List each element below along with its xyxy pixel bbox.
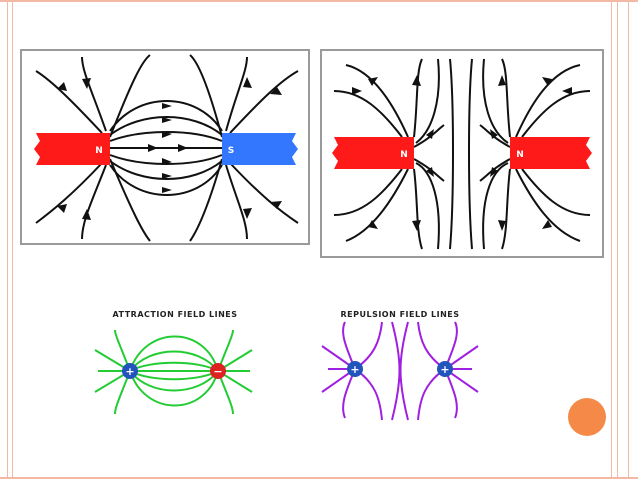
repulsion-field-lines: [321, 321, 479, 421]
top-border: [0, 0, 638, 2]
attraction-title: ATTRACTION FIELD LINES: [112, 310, 237, 319]
right-border-line: [611, 0, 612, 479]
positive-charge-right-sign: +: [440, 363, 449, 376]
magnet-attraction-svg: N S: [34, 54, 299, 242]
attraction-field-lines: [94, 329, 253, 415]
repulsion-title: REPULSION FIELD LINES: [340, 310, 459, 319]
left-magnet: N: [332, 137, 414, 169]
right-magnet-label: N: [516, 150, 524, 160]
slide-accent-circle: [568, 398, 606, 436]
arrowheads: [57, 77, 282, 220]
right-magnet: N: [510, 137, 592, 169]
right-magnet-label: S: [228, 146, 234, 156]
arrowheads: [352, 75, 572, 231]
left-magnet: N: [34, 133, 110, 165]
bottom-border: [0, 477, 638, 479]
magnet-attraction-diagram: N S: [20, 49, 310, 245]
positive-charge-right: +: [437, 361, 453, 377]
positive-charge: +: [122, 363, 138, 379]
left-magnet-label: N: [400, 150, 408, 160]
right-border-line-2: [617, 0, 618, 479]
left-border-line-2: [12, 0, 13, 479]
negative-charge: −: [210, 363, 226, 379]
positive-charge-sign: +: [125, 365, 134, 378]
magnet-repulsion-diagram: N N: [320, 49, 604, 258]
magnet-repulsion-svg: N N: [332, 58, 592, 250]
right-magnet: S: [222, 133, 298, 165]
negative-charge-sign: −: [213, 365, 222, 378]
positive-charge-left-sign: +: [350, 363, 359, 376]
left-border-line: [7, 0, 8, 479]
field-lines: [35, 54, 299, 242]
right-border-line-3: [628, 0, 629, 479]
left-magnet-label: N: [95, 146, 103, 156]
positive-charge-left: +: [347, 361, 363, 377]
